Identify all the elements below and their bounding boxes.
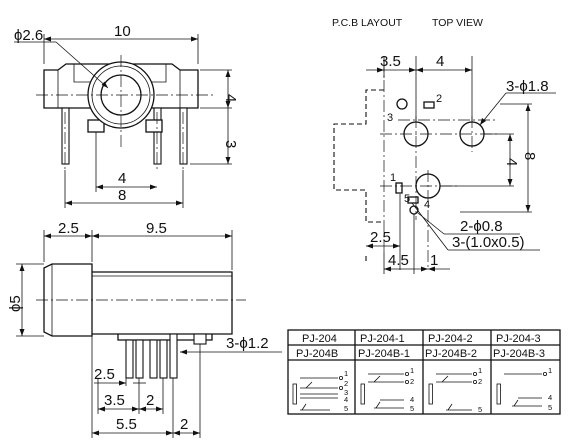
dim-pin-length: 3 bbox=[222, 140, 239, 148]
table-r1-c4: PJ-204-3 bbox=[496, 333, 541, 345]
svg-text:1: 1 bbox=[344, 369, 348, 378]
dim-body-len: 9.5 bbox=[146, 220, 167, 237]
pcb-dim-8: 8 bbox=[521, 152, 538, 160]
table-r1-c3: PJ-204-2 bbox=[428, 333, 473, 345]
svg-text:1: 1 bbox=[410, 366, 414, 375]
dim-side-2-5: 2.5 bbox=[94, 366, 115, 383]
svg-text:2: 2 bbox=[344, 379, 348, 388]
svg-text:2: 2 bbox=[410, 377, 414, 386]
svg-text:2: 2 bbox=[478, 377, 482, 386]
svg-text:5: 5 bbox=[410, 404, 414, 413]
svg-text:5: 5 bbox=[548, 403, 552, 412]
svg-text:4: 4 bbox=[344, 395, 348, 404]
pin-label-2: 2 bbox=[436, 93, 442, 105]
pcb-dim-3-5: 3.5 bbox=[380, 53, 401, 70]
dim-side-5-5: 5.5 bbox=[116, 416, 137, 433]
dim-dia: ϕ5 bbox=[7, 295, 24, 312]
pcb-dim-4-5: 4.5 bbox=[388, 252, 409, 269]
schematic-3: 1 2 5 bbox=[428, 366, 482, 414]
front-view: 10 ϕ2.6 4 3 4 8 bbox=[14, 23, 239, 208]
svg-text:1: 1 bbox=[478, 366, 482, 375]
pcb-hole-2: 2-ϕ0.8 bbox=[460, 218, 503, 235]
dim-hole-dia: ϕ2.6 bbox=[14, 27, 43, 44]
pin-label-3: 3 bbox=[387, 112, 393, 124]
schematic-4: 1 4 5 bbox=[496, 366, 552, 412]
side-view: 2.5 9.5 ϕ5 3-ϕ1.2 2.5 3.5 2 5.5 2 bbox=[7, 220, 282, 438]
dim-pin-dia: 3-ϕ1.2 bbox=[226, 335, 269, 352]
svg-text:3: 3 bbox=[344, 388, 348, 397]
svg-text:4: 4 bbox=[548, 393, 552, 402]
dim-pitch-outer: 8 bbox=[118, 187, 126, 204]
svg-text:5: 5 bbox=[478, 405, 482, 414]
dim-front-len: 2.5 bbox=[58, 220, 79, 237]
pcb-dim-4-top: 4 bbox=[436, 53, 444, 70]
table-r1-c1: PJ-204 bbox=[302, 333, 337, 345]
pcb-layout: P.C.B LAYOUT TOP VIEW 2 3 1 5 4 bbox=[332, 17, 556, 274]
dim-side-2b: 2 bbox=[180, 416, 188, 433]
table-r2-c2: PJ-204B-1 bbox=[358, 348, 410, 360]
svg-text:5: 5 bbox=[344, 404, 348, 413]
schematic-2: 1 2 4 5 bbox=[360, 366, 414, 413]
table-r2-c3: PJ-204B-2 bbox=[425, 348, 477, 360]
model-table: PJ-204 PJ-204-1 PJ-204-2 PJ-204-3 PJ-204… bbox=[287, 329, 561, 415]
svg-text:1: 1 bbox=[548, 366, 552, 375]
pin-label-1: 1 bbox=[390, 172, 396, 184]
pcb-layout-title: P.C.B LAYOUT bbox=[332, 17, 403, 29]
pin-label-5: 5 bbox=[404, 193, 410, 205]
dim-body-height: 4 bbox=[222, 94, 239, 102]
top-view-title: TOP VIEW bbox=[432, 17, 483, 29]
table-r2-c1: PJ-204B bbox=[296, 348, 338, 360]
pin-label-4: 4 bbox=[424, 199, 430, 211]
dim-side-3-5: 3.5 bbox=[104, 392, 125, 409]
dim-side-2a: 2 bbox=[146, 392, 154, 409]
table-r2-c4: PJ-204B-3 bbox=[493, 348, 545, 360]
pcb-dim-4-right: 4 bbox=[503, 158, 520, 166]
pcb-dim-1: 1 bbox=[430, 252, 438, 269]
pcb-slot-3: 3-(1.0x0.5) bbox=[452, 234, 525, 251]
table-r1-c2: PJ-204-1 bbox=[360, 333, 405, 345]
pcb-hole-3: 3-ϕ1.8 bbox=[506, 78, 549, 95]
dim-pitch-inner: 4 bbox=[118, 170, 126, 187]
schematic-1: 1 2 3 4 5 bbox=[292, 369, 348, 413]
svg-text:4: 4 bbox=[410, 395, 414, 404]
pcb-dim-2-5: 2.5 bbox=[370, 229, 391, 246]
dim-width: 10 bbox=[114, 23, 131, 40]
